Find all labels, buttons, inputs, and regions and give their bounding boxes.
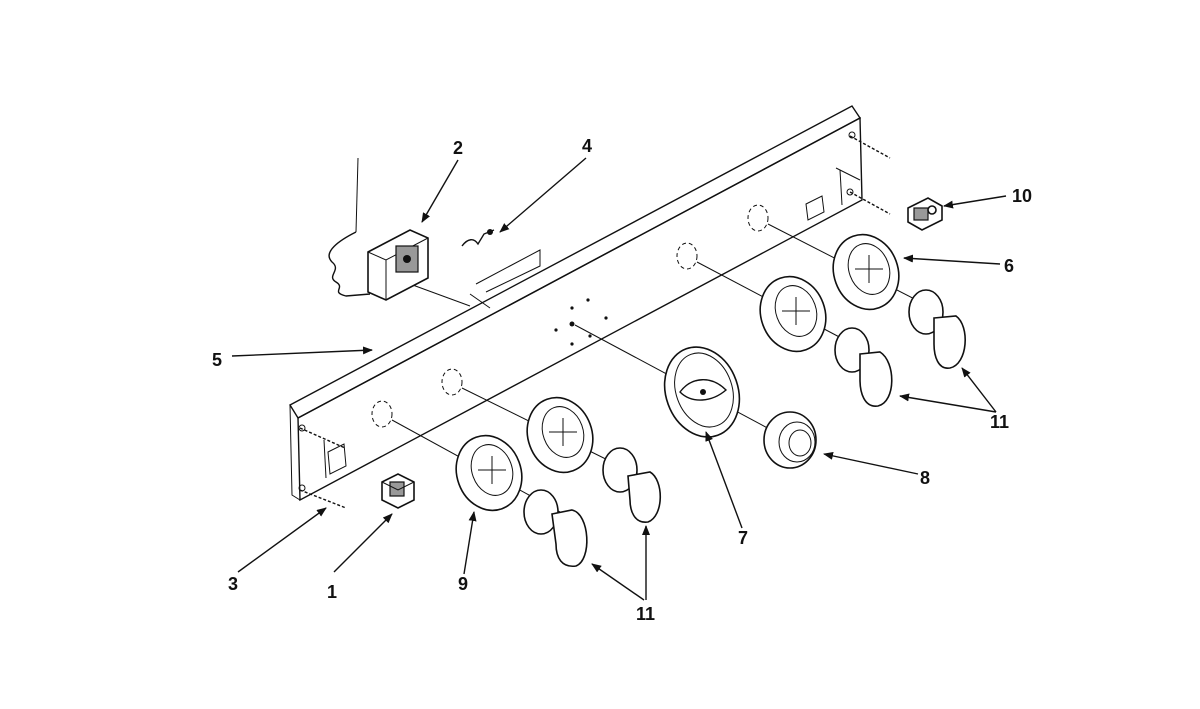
callout-7: 7 [738, 528, 748, 548]
callout-5: 5 [212, 350, 222, 370]
leader-lines [231, 157, 1007, 601]
center-knob [763, 411, 817, 469]
control-panel [289, 105, 863, 502]
callout-8: 8 [920, 468, 930, 488]
switch-right [907, 197, 943, 231]
callout-9: 9 [458, 574, 468, 594]
callout-3: 3 [228, 574, 238, 594]
wire-clip [461, 229, 495, 247]
bezels [455, 233, 900, 512]
center-bezel [663, 346, 741, 438]
callout-4: 4 [582, 136, 592, 156]
screws [299, 135, 891, 509]
callout-labels: 2 4 5 10 6 11 8 7 9 1 3 11 [212, 136, 1032, 624]
callout-2: 2 [453, 138, 463, 158]
callout-10: 10 [1012, 186, 1032, 206]
callout-1: 1 [327, 582, 337, 602]
knobs [523, 289, 966, 568]
callout-11-lower: 11 [636, 604, 655, 624]
callout-11-upper: 11 [990, 412, 1009, 432]
panel-knob-holes [371, 204, 769, 428]
switch-left [381, 473, 415, 509]
wiring-block [328, 157, 429, 301]
callout-6: 6 [1004, 256, 1014, 276]
